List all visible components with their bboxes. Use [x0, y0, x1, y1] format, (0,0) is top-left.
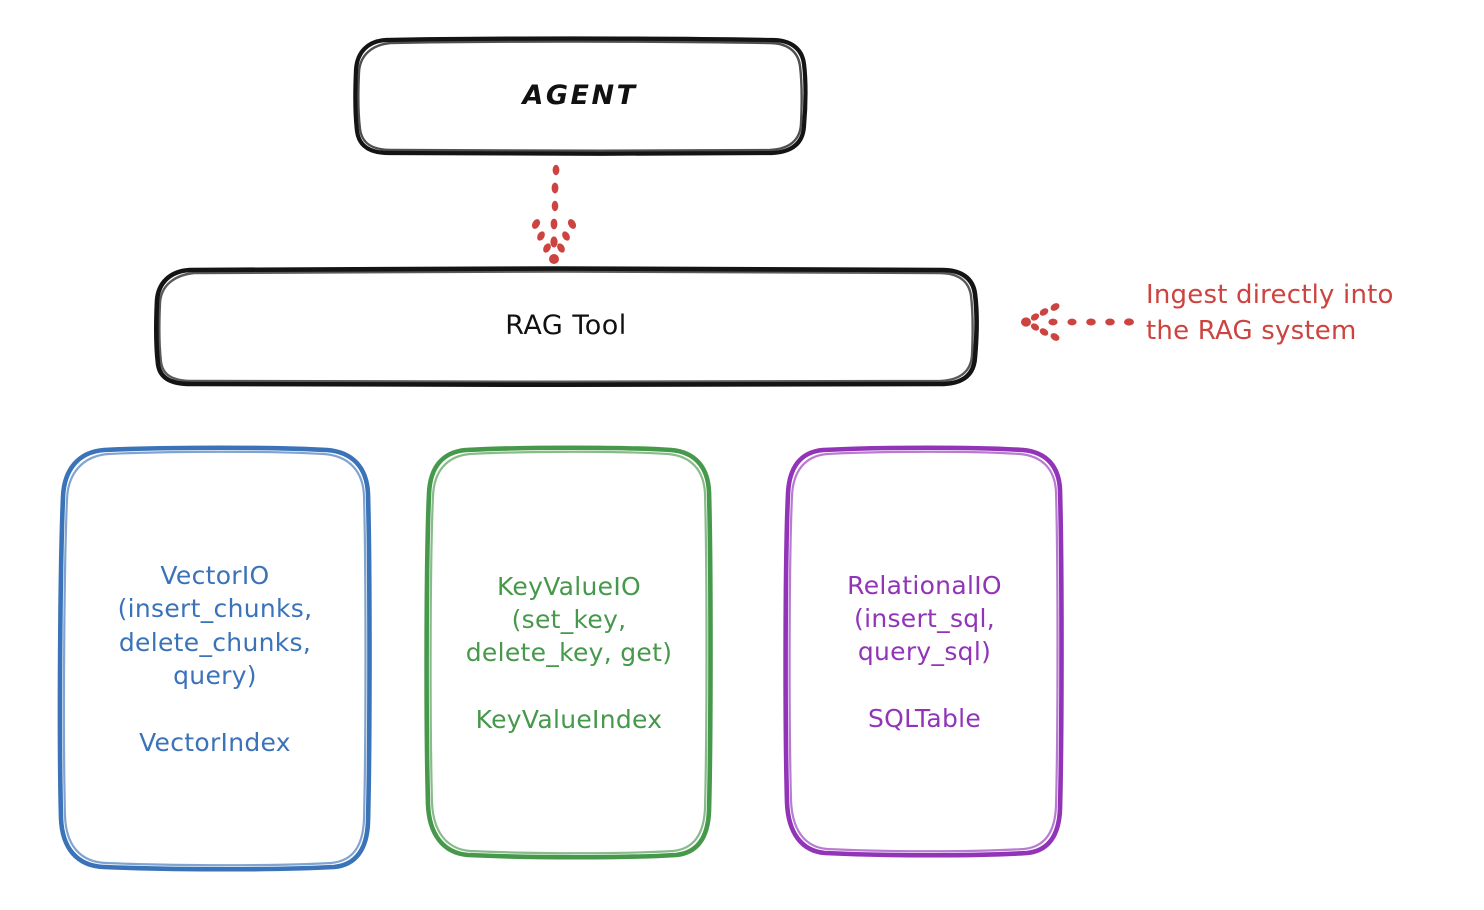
vector-io-node[interactable]: VectorIO (insert_chunks, delete_chunks, …	[62, 448, 368, 868]
keyvalue-io-label: KeyValueIO (set_key, delete_key, get)	[465, 571, 673, 668]
agent-to-rag-arrow	[531, 164, 577, 264]
relational-io-box-outline[interactable]	[783, 445, 1064, 858]
keyvalue-io-box-outline[interactable]	[424, 445, 713, 860]
relational-io-label: RelationalIO (insert_sql, query_sql)	[847, 570, 1002, 667]
keyvalue-index-label: KeyValueIndex	[475, 705, 663, 735]
rag-tool-node[interactable]: RAG Tool	[156, 268, 976, 384]
agent-node[interactable]: AGENT	[355, 38, 805, 154]
ingest-annotation: Ingest directly into the RAG system	[1146, 280, 1394, 346]
sql-table-label: SQLTable	[867, 704, 982, 734]
vector-index-label: VectorIndex	[139, 728, 291, 757]
relational-io-node[interactable]: RelationalIO (insert_sql, query_sql) SQL…	[787, 448, 1062, 854]
agent-label: AGENT	[522, 79, 638, 111]
vector-io-box-outline[interactable]	[57, 445, 372, 872]
ingest-to-rag-arrow	[1021, 303, 1134, 341]
rag-tool-label: RAG Tool	[505, 309, 627, 341]
vector-io-label: VectorIO (insert_chunks, delete_chunks, …	[117, 561, 313, 690]
keyvalue-io-node[interactable]: KeyValueIO (set_key, delete_key, get) Ke…	[428, 448, 710, 856]
rag-tool-box-outline[interactable]	[154, 266, 979, 388]
agent-box-outline[interactable]	[353, 36, 808, 156]
